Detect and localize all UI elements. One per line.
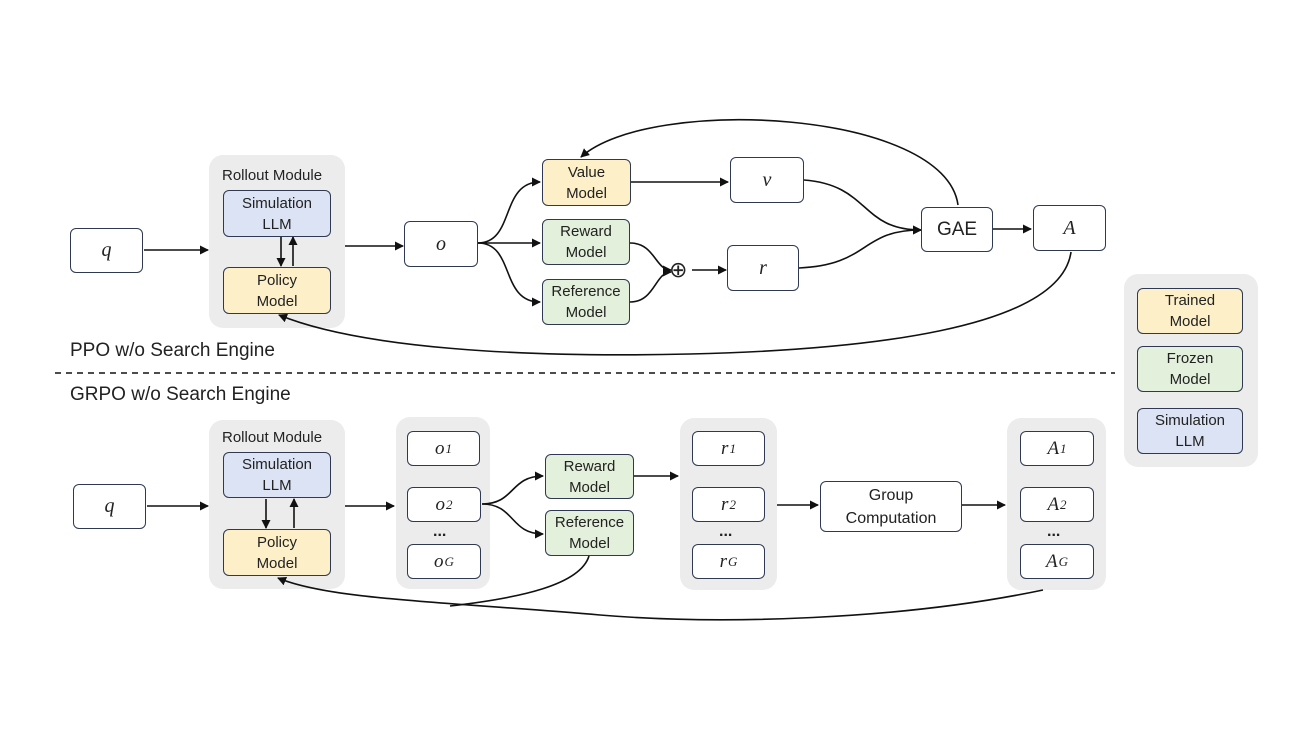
og-base: o (434, 551, 444, 572)
rewards-ellipsis: ... (719, 523, 733, 540)
grpo-section-label: GRPO w/o Search Engine (70, 384, 291, 405)
ppo-rollout-module-title: Rollout Module (222, 167, 323, 184)
a2-subscript: 2 (1060, 497, 1067, 512)
r1-subscript: 1 (729, 441, 736, 456)
arrow-gae-to-value (580, 118, 959, 206)
ppo-r-label: r (759, 256, 767, 279)
legend-simulation-llm: Simulation LLM (1137, 408, 1243, 454)
og-subscript: G (444, 554, 454, 569)
a1-base: A (1047, 438, 1060, 459)
arrow-o-to-reference (477, 242, 541, 307)
ppo-output-o-node: o (404, 221, 478, 267)
arrow-v-to-gae (803, 179, 922, 235)
o2-base: o (435, 494, 446, 515)
legend-frozen-model: Frozen Model (1137, 346, 1243, 392)
arrow-advantages-to-policy (277, 576, 1044, 621)
arrow-r-to-gae (798, 225, 922, 269)
grpo-query-label: q (104, 495, 115, 517)
r2-base: r (721, 494, 729, 515)
ppo-gae-label: GAE (936, 219, 978, 240)
rg-subscript: G (728, 554, 738, 569)
o1-subscript: 1 (445, 441, 453, 456)
ppo-a-node: A (1033, 205, 1106, 251)
line-reference-to-feedback (449, 555, 590, 607)
arrow-a-to-policy (278, 251, 1072, 356)
a1-subscript: 1 (1060, 441, 1067, 456)
outputs-ellipsis: ... (433, 523, 447, 540)
ag-base: A (1046, 551, 1058, 572)
arrow-o-to-value (477, 177, 541, 244)
ppo-a-label: A (1063, 216, 1076, 239)
ppo-section-label: PPO w/o Search Engine (70, 340, 275, 361)
a2-base: A (1047, 494, 1060, 515)
ppo-reference-model-node: Reference Model (542, 279, 630, 325)
arrow-reference-to-sum (629, 267, 672, 303)
grpo-reward-model-node: Reward Model (545, 454, 634, 499)
ppo-output-o-label: o (436, 232, 446, 255)
o1-base: o (435, 438, 445, 459)
rg-base: r (719, 551, 727, 572)
arrow-reward-to-sum (629, 242, 672, 275)
arrow-o2-to-reward (481, 471, 544, 505)
ppo-policy-model-node: Policy Model (223, 267, 331, 314)
r1-base: r (721, 438, 729, 459)
ppo-v-node: v (730, 157, 804, 203)
grpo-group-computation-node: Group Computation (820, 481, 962, 532)
grpo-policy-model-node: Policy Model (223, 529, 331, 576)
ppo-reward-model-node: Reward Model (542, 219, 630, 265)
ppo-r-node: r (727, 245, 799, 291)
ppo-query-label: q (101, 239, 112, 261)
sum-symbol: ⊕ (669, 257, 688, 282)
grpo-reference-model-node: Reference Model (545, 510, 634, 556)
ppo-v-label: v (762, 168, 772, 191)
r2-subscript: 2 (729, 497, 736, 512)
ppo-simulation-llm-node: Simulation LLM (223, 190, 331, 237)
arrow-o2-to-reference (481, 503, 544, 539)
grpo-rollout-module-title: Rollout Module (222, 429, 323, 446)
ppo-query-node: q (70, 228, 143, 273)
o2-subscript: 2 (446, 497, 453, 512)
ppo-gae-node: GAE (921, 207, 993, 252)
grpo-query-node: q (73, 484, 146, 529)
advantages-ellipsis: ... (1047, 523, 1061, 540)
grpo-simulation-llm-node: Simulation LLM (223, 452, 331, 498)
ppo-value-model-node: Value Model (542, 159, 631, 206)
legend-trained-model: Trained Model (1137, 288, 1243, 334)
ag-subscript: G (1058, 554, 1068, 569)
